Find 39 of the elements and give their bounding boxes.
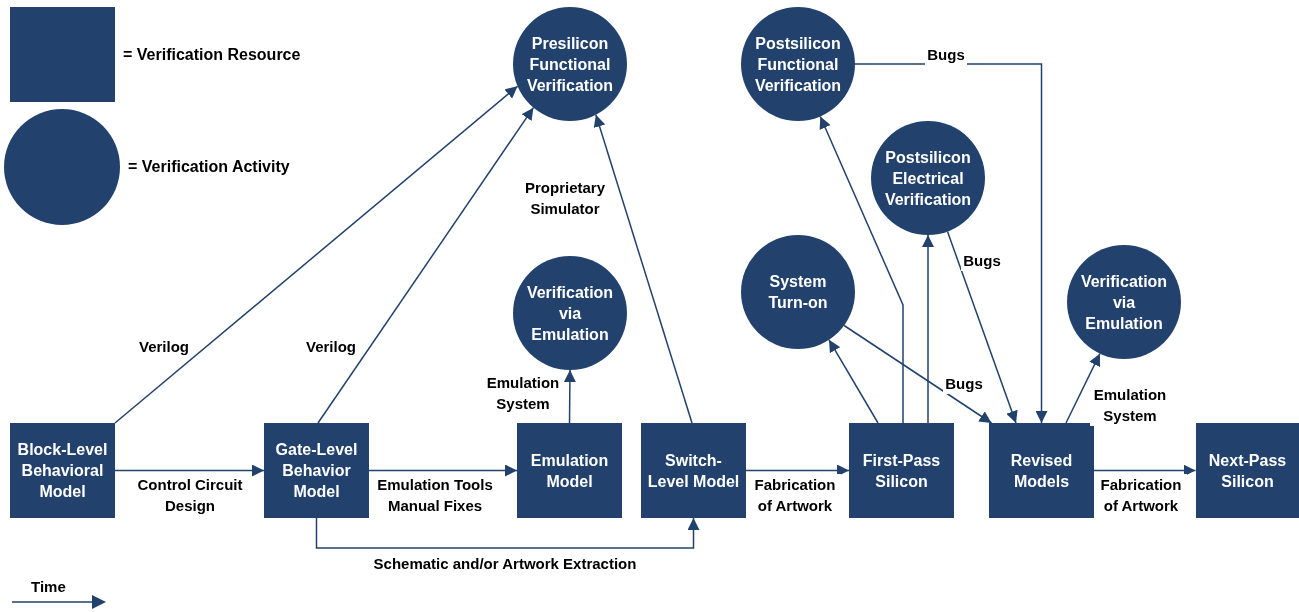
arrow: [114, 85, 519, 424]
node-label: Emulation Model: [529, 450, 610, 492]
node-label: Postsilicon Electrical Verification: [883, 147, 973, 210]
resource-box: [1196, 423, 1299, 518]
arrow: [819, 115, 904, 424]
arrow: [828, 339, 879, 424]
legend-label: = Verification Resource: [123, 44, 301, 65]
node-label: Presilicon Functional Verification: [525, 33, 615, 96]
arrow: [946, 230, 1018, 424]
resource-box: [10, 423, 115, 518]
arrow: [745, 464, 850, 477]
node-label: Gate-Level Behavior Model: [274, 440, 359, 502]
arrow: [854, 63, 1048, 424]
arrow: [368, 464, 518, 477]
arrow: [114, 464, 265, 477]
arrow: [922, 234, 934, 424]
node-label: Verification via Emulation: [525, 282, 615, 345]
node-label: Next-Pass Silicon: [1207, 450, 1288, 492]
node-label: First-Pass Silicon: [861, 450, 942, 492]
arrow: [315, 517, 700, 549]
arrow: [843, 324, 993, 424]
node-label: System Turn-on: [767, 272, 829, 313]
resource-box: [849, 423, 954, 518]
legend-label: = Verification Activity: [128, 157, 290, 177]
resource-box: [517, 423, 622, 518]
arrow: [317, 106, 535, 424]
node-label: Switch-Level Model: [646, 450, 741, 492]
time-label: Time: [31, 577, 66, 597]
resource-box: [989, 423, 1094, 518]
node-label: Block-Level Behavioral Model: [16, 440, 109, 502]
arrow: [1093, 464, 1197, 477]
arrow: [593, 114, 693, 424]
arrow: [563, 369, 576, 424]
resource-box: [641, 423, 746, 518]
node-label: Postsilicon Functional Verification: [753, 33, 843, 96]
resource-box: [264, 423, 369, 518]
node-label: Revised Models: [1009, 450, 1074, 492]
arrow: [1065, 352, 1101, 424]
node-label: Verification via Emulation: [1079, 271, 1169, 334]
